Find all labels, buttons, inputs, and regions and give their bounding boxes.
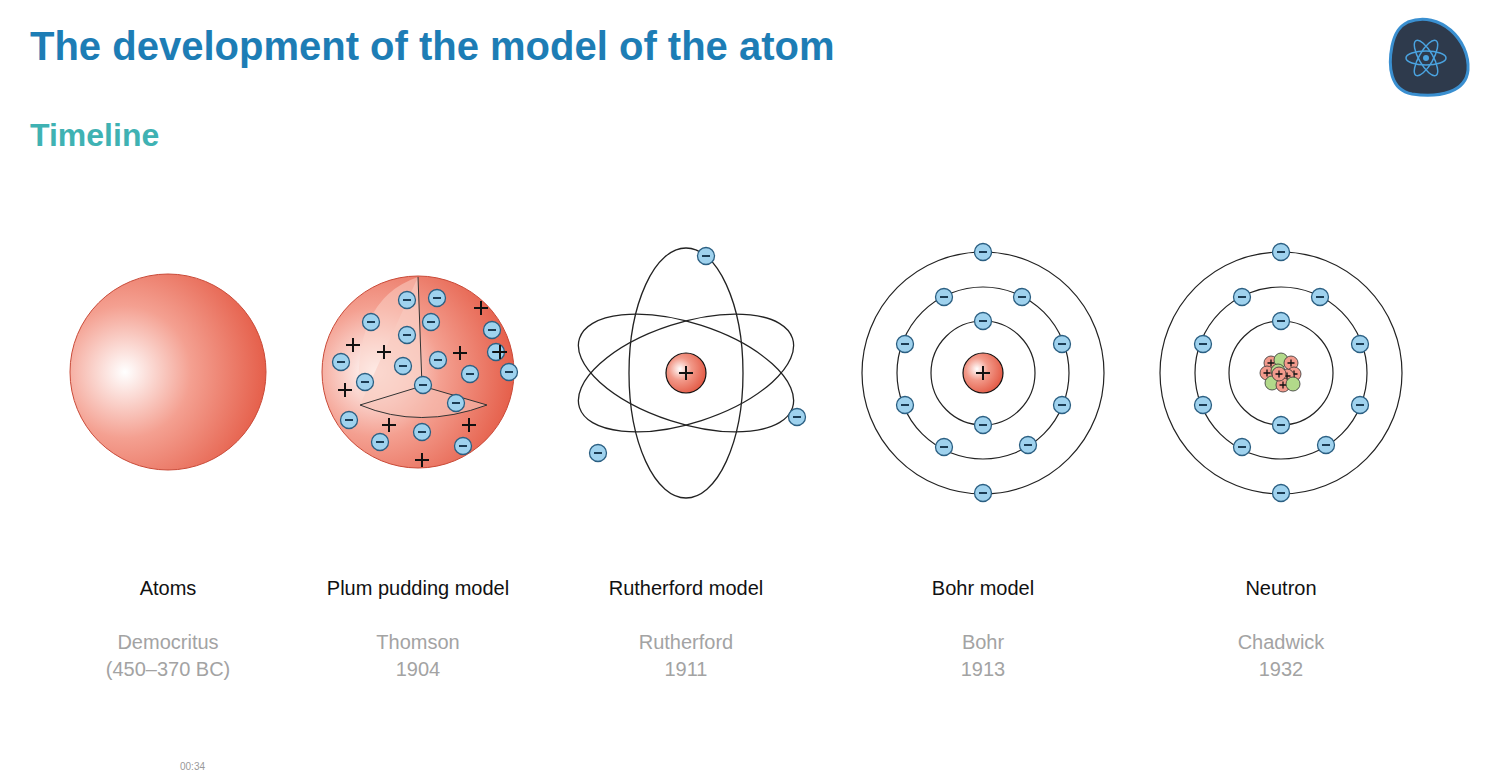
electron (484, 322, 501, 339)
model-name: Bohr model (932, 576, 1034, 600)
logo (1390, 19, 1468, 95)
plus-sign (453, 346, 467, 360)
neutron-atom (1160, 252, 1402, 494)
date: (450–370 BC) (106, 657, 231, 681)
scientist-name: Thomson (376, 630, 459, 654)
plus-sign (377, 345, 391, 359)
electron (975, 485, 992, 502)
electron (698, 248, 715, 265)
electron (1312, 289, 1329, 306)
plus-sign (346, 338, 360, 352)
electron (333, 354, 350, 371)
electron (897, 336, 914, 353)
plus-sign (382, 418, 396, 432)
electron (430, 352, 447, 369)
plus-sign (976, 366, 990, 380)
electron (975, 244, 992, 261)
date: 1911 (664, 657, 707, 681)
model-name: Neutron (1245, 576, 1316, 600)
plus-sign (415, 453, 429, 467)
electron (975, 417, 992, 434)
electron (1234, 439, 1251, 456)
slide-title: The development of the model of the atom (30, 22, 835, 70)
electron (1195, 397, 1212, 414)
electron (1054, 397, 1071, 414)
electron (1352, 397, 1369, 414)
date: 1913 (961, 657, 1006, 681)
rutherford-atom (564, 248, 808, 498)
plus-sign (338, 383, 352, 397)
electron (1352, 336, 1369, 353)
electron (936, 289, 953, 306)
scientist-name: Bohr (962, 630, 1004, 654)
bohr-atom (862, 252, 1104, 494)
scientist-name: Chadwick (1238, 630, 1325, 654)
electron (399, 292, 416, 309)
electron (936, 439, 953, 456)
electron (399, 327, 416, 344)
model-name: Atoms (140, 576, 197, 600)
electron (462, 366, 479, 383)
scientist-name: Rutherford (639, 630, 734, 654)
electron (1054, 336, 1071, 353)
electron (975, 313, 992, 330)
section-heading: Timeline (30, 116, 159, 154)
video-timestamp: 00:34 (180, 762, 205, 772)
electron (789, 409, 806, 426)
plus-sign (679, 366, 693, 380)
date: 1904 (396, 657, 441, 681)
electron (357, 374, 374, 391)
scientist-name: Democritus (117, 630, 218, 654)
electron (455, 438, 472, 455)
electron (395, 358, 412, 375)
model-name: Rutherford model (609, 576, 764, 600)
nucleus-cluster (1260, 353, 1301, 392)
electron (415, 377, 432, 394)
electron (1014, 289, 1031, 306)
electron (363, 314, 380, 331)
model-name: Plum pudding model (327, 576, 509, 600)
electron (1273, 485, 1290, 502)
solid-atom (70, 274, 266, 470)
date: 1932 (1259, 657, 1304, 681)
electron (501, 364, 518, 381)
electron (1273, 313, 1290, 330)
electron (372, 434, 389, 451)
electron (1318, 437, 1335, 454)
electron (1020, 437, 1037, 454)
plum-pudding-atom (322, 276, 514, 468)
plus-sign (462, 418, 476, 432)
electron (897, 397, 914, 414)
plus-sign (474, 301, 488, 315)
electron (429, 290, 446, 307)
electron (1195, 336, 1212, 353)
electron (1273, 417, 1290, 434)
electron (590, 445, 607, 462)
plus-sign (493, 345, 507, 359)
electron (414, 424, 431, 441)
electron (423, 314, 440, 331)
electron (1234, 289, 1251, 306)
electron (448, 395, 465, 412)
electron (341, 412, 358, 429)
electron (1273, 244, 1290, 261)
